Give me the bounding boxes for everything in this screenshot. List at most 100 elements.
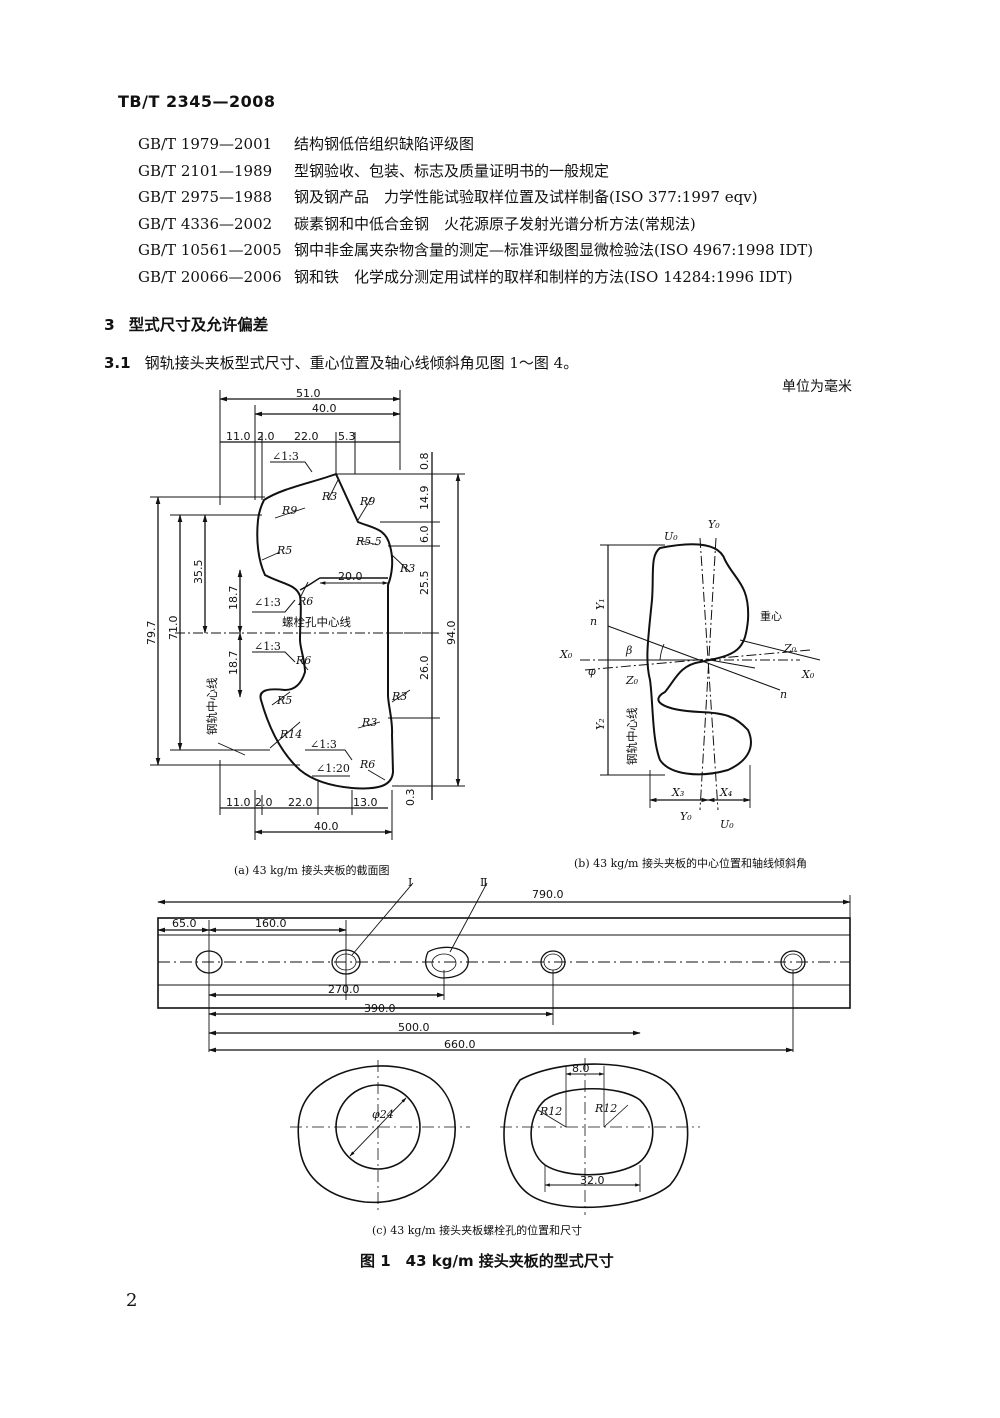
reference-item: GB/T 20066—2006 钢和铁 化学成分测定用试样的取样和制样的方法(IS… (138, 266, 918, 293)
dim-2-top: 2.0 (257, 430, 275, 443)
radius-r9-right: R9 (359, 495, 375, 508)
figure-b-centroid-diagram (580, 537, 821, 811)
dim-790: 790.0 (532, 888, 564, 901)
radius-r3-right-lower: R3 (391, 690, 407, 703)
label-z0-left: Z₀ (625, 674, 639, 687)
label-beta: β (625, 644, 632, 657)
rail-centerline-label-a: 钢轨中心线 (205, 677, 219, 735)
dim-160: 160.0 (255, 917, 287, 930)
dim-25-5: 25.5 (418, 571, 431, 596)
bolt-hole-3 (425, 946, 469, 979)
figure-a-cross-section (150, 390, 465, 840)
hole-detail-2-outline (503, 1063, 689, 1209)
caption-figure-c: (c) 43 kg/m 接头夹板螺栓孔的位置和尺寸 (372, 1224, 583, 1237)
radius-r6-bottom: R6 (359, 758, 375, 771)
page-number: 2 (126, 1290, 138, 1311)
figure-c-hole-details (290, 1058, 700, 1215)
rail-centerline-label-b: 钢轨中心线 (625, 707, 639, 765)
label-phi: φ (588, 665, 596, 678)
dim-22-top: 22.0 (294, 430, 319, 443)
reference-title: 碳素钢和中低合金钢 火花源原子发射光谱分析方法(常规法) (294, 214, 696, 233)
figure-a-labels: 51.0 40.0 11.0 2.0 22.0 5.3 11.0 2.0 22.… (145, 387, 458, 833)
label-u0-bottom: U₀ (720, 818, 734, 831)
dim-500: 500.0 (398, 1021, 430, 1034)
dim-20: 20.0 (338, 570, 363, 583)
section-title: 型式尺寸及允许偏差 (128, 316, 269, 334)
dim-40-bottom: 40.0 (314, 820, 339, 833)
reference-item: GB/T 2101—1989 型钢验收、包装、标志及质量证明书的一般规定 (138, 160, 918, 187)
dim-18-7-upper: 18.7 (227, 586, 240, 611)
mark-II: Ⅱ (480, 876, 487, 889)
reference-code: GB/T 10561—2005 (138, 241, 282, 259)
dim-8: 8.0 (572, 1062, 590, 1075)
section-number: 3 (104, 316, 115, 334)
radius-r14: R14 (279, 728, 302, 741)
label-z0-right: Z₀ (783, 642, 797, 655)
plate-outline (157, 917, 851, 1009)
slope-lower: ∠1:3 (254, 640, 281, 653)
radius-r3-top: R3 (321, 490, 337, 503)
label-x0-right: X₀ (801, 668, 815, 681)
label-n-top: n (590, 615, 597, 628)
radius-r5-lower: R5 (276, 694, 292, 707)
hole-detail-1-outline (297, 1065, 456, 1204)
dim-6: 6.0 (418, 526, 431, 544)
dim-2-bottom: 2.0 (255, 796, 273, 809)
caption-figure-a: (a) 43 kg/m 接头夹板的截面图 (234, 864, 390, 877)
figure-c-detail-labels: φ24 8.0 R12 R12 32.0 (372, 1062, 617, 1187)
reference-title: 型钢验收、包装、标志及质量证明书的一般规定 (294, 161, 610, 180)
label-y0-bottom: Y₀ (680, 810, 692, 823)
dim-phi24: φ24 (372, 1108, 394, 1121)
dim-270: 270.0 (328, 983, 360, 996)
document-header: TB/T 2345—2008 (118, 92, 276, 111)
subsection-number: 3.1 (104, 354, 131, 372)
label-x3: X₃ (671, 786, 684, 799)
dim-660: 660.0 (444, 1038, 476, 1051)
dim-11-top: 11.0 (226, 430, 251, 443)
slope-upper: ∠1:3 (254, 596, 281, 609)
hole-detail-2-slot (530, 1088, 654, 1176)
radius-r12-left: R12 (539, 1105, 562, 1118)
plate-outline-b (646, 543, 752, 776)
dim-71: 71.0 (167, 616, 180, 641)
dim-0-8: 0.8 (418, 453, 431, 471)
subsection-paragraph: 3.1 钢轨接头夹板型式尺寸、重心位置及轴心线倾斜角见图 1～图 4。 (104, 352, 578, 373)
dim-22-bottom: 22.0 (288, 796, 313, 809)
bolt-centerline-label: 螺栓孔中心线 (282, 615, 351, 629)
reference-code: GB/T 20066—2006 (138, 267, 282, 286)
dim-35-5: 35.5 (192, 560, 205, 585)
label-y1: Y₁ (594, 598, 607, 610)
label-x0-left: X₀ (559, 648, 573, 661)
mark-I: Ⅰ (408, 876, 412, 889)
label-centroid: 重心 (760, 609, 782, 623)
figure-b-labels: U₀ Y₀ Y₁ n 重心 X₀ β Z₀ φ Z₀ X₀ n Y₂ X₃ X₄… (559, 518, 815, 831)
caption-figure-b: (b) 43 kg/m 接头夹板的中心位置和轴线倾斜角 (574, 857, 807, 870)
reference-title: 钢和铁 化学成分测定用试样的取样和制样的方法(ISO 14284:1996 ID… (294, 267, 793, 286)
reference-code: GB/T 2101—1989 (138, 161, 273, 180)
figure-c-labels: 790.0 Ⅰ Ⅱ 65.0 160.0 270.0 390.0 500.0 6… (172, 876, 564, 1051)
radius-r3-right-upper: R3 (399, 562, 415, 575)
reference-title: 结构钢低倍组织缺陷评级图 (294, 135, 475, 153)
radius-r5-5: R5.5 (355, 535, 382, 548)
dim-18-7-lower: 18.7 (227, 651, 240, 676)
label-y0-top: Y₀ (708, 518, 720, 531)
subsection-text: 钢轨接头夹板型式尺寸、重心位置及轴心线倾斜角见图 1～图 4。 (144, 354, 579, 372)
reference-code: GB/T 4336—2002 (138, 214, 273, 233)
dim-11-bottom: 11.0 (226, 796, 251, 809)
dim-5-3: 5.3 (338, 430, 356, 443)
section-heading: 3 型式尺寸及允许偏差 (104, 313, 268, 335)
dim-94: 94.0 (445, 621, 458, 646)
dim-390: 390.0 (364, 1002, 396, 1015)
slope-1-20: ∠1:20 (316, 762, 350, 775)
dim-65: 65.0 (172, 917, 197, 930)
radius-r12-right: R12 (594, 1102, 617, 1115)
plate-profile-outline (256, 472, 395, 790)
dim-14-9: 14.9 (418, 486, 431, 511)
label-y2: Y₂ (594, 718, 607, 730)
dim-32: 32.0 (580, 1174, 605, 1187)
reference-item: GB/T 4336—2002 碳素钢和中低合金钢 火花源原子发射光谱分析方法(常规… (138, 213, 918, 240)
radius-r6-middle: R6 (295, 654, 311, 667)
